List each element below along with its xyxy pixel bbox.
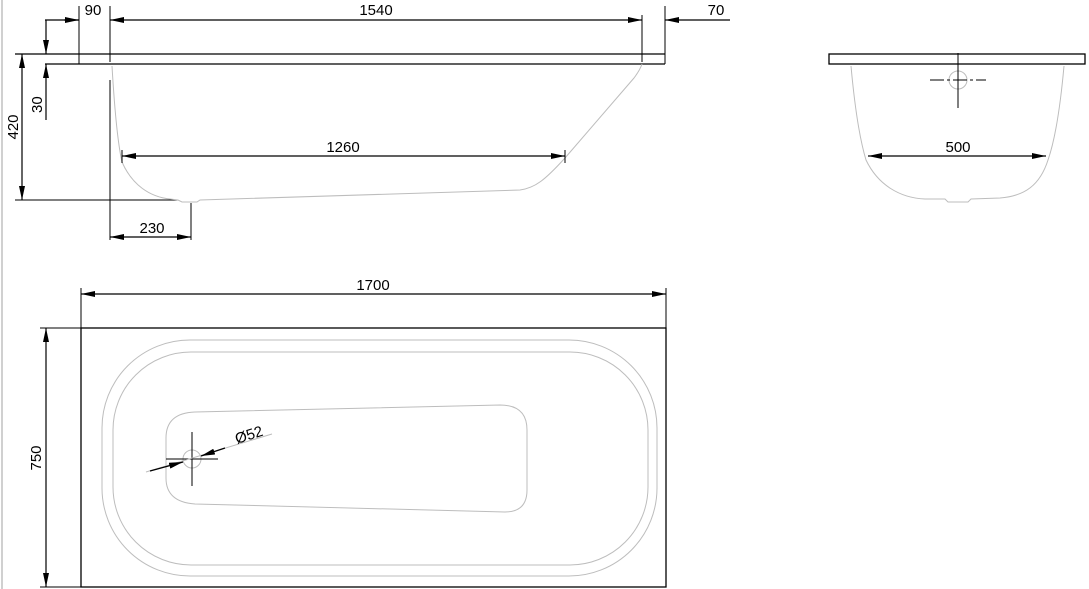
dimension-arrow — [200, 447, 226, 457]
dim-label-750: 750 — [28, 445, 45, 470]
plan-view: 1700 750 Ø52 — [28, 277, 667, 588]
dim-label-drain-diameter: Ø52 — [233, 423, 265, 448]
tub-bottom-area — [165, 404, 528, 513]
dim-label-1260: 1260 — [326, 139, 359, 156]
tub-inner-contour — [112, 351, 649, 566]
tub-side-profile — [111, 63, 643, 203]
tub-end-profile — [850, 65, 1065, 203]
end-rim — [828, 53, 1086, 65]
dim-label-1540: 1540 — [359, 2, 392, 19]
dim-label-90: 90 — [85, 2, 102, 19]
dim-label-1700: 1700 — [356, 277, 389, 294]
dim-label-500: 500 — [945, 139, 970, 156]
dim-label-420: 420 — [5, 114, 22, 139]
dim-label-230: 230 — [139, 220, 164, 237]
tub-outer-contour — [101, 339, 658, 577]
dim-label-30: 30 — [29, 96, 46, 113]
dimension-arrow — [149, 461, 184, 472]
end-view: 500 — [828, 53, 1086, 203]
side-view: 90 1540 70 420 30 1260 230 — [5, 2, 730, 240]
dim-label-70: 70 — [708, 2, 725, 19]
plan-outline — [80, 327, 667, 588]
